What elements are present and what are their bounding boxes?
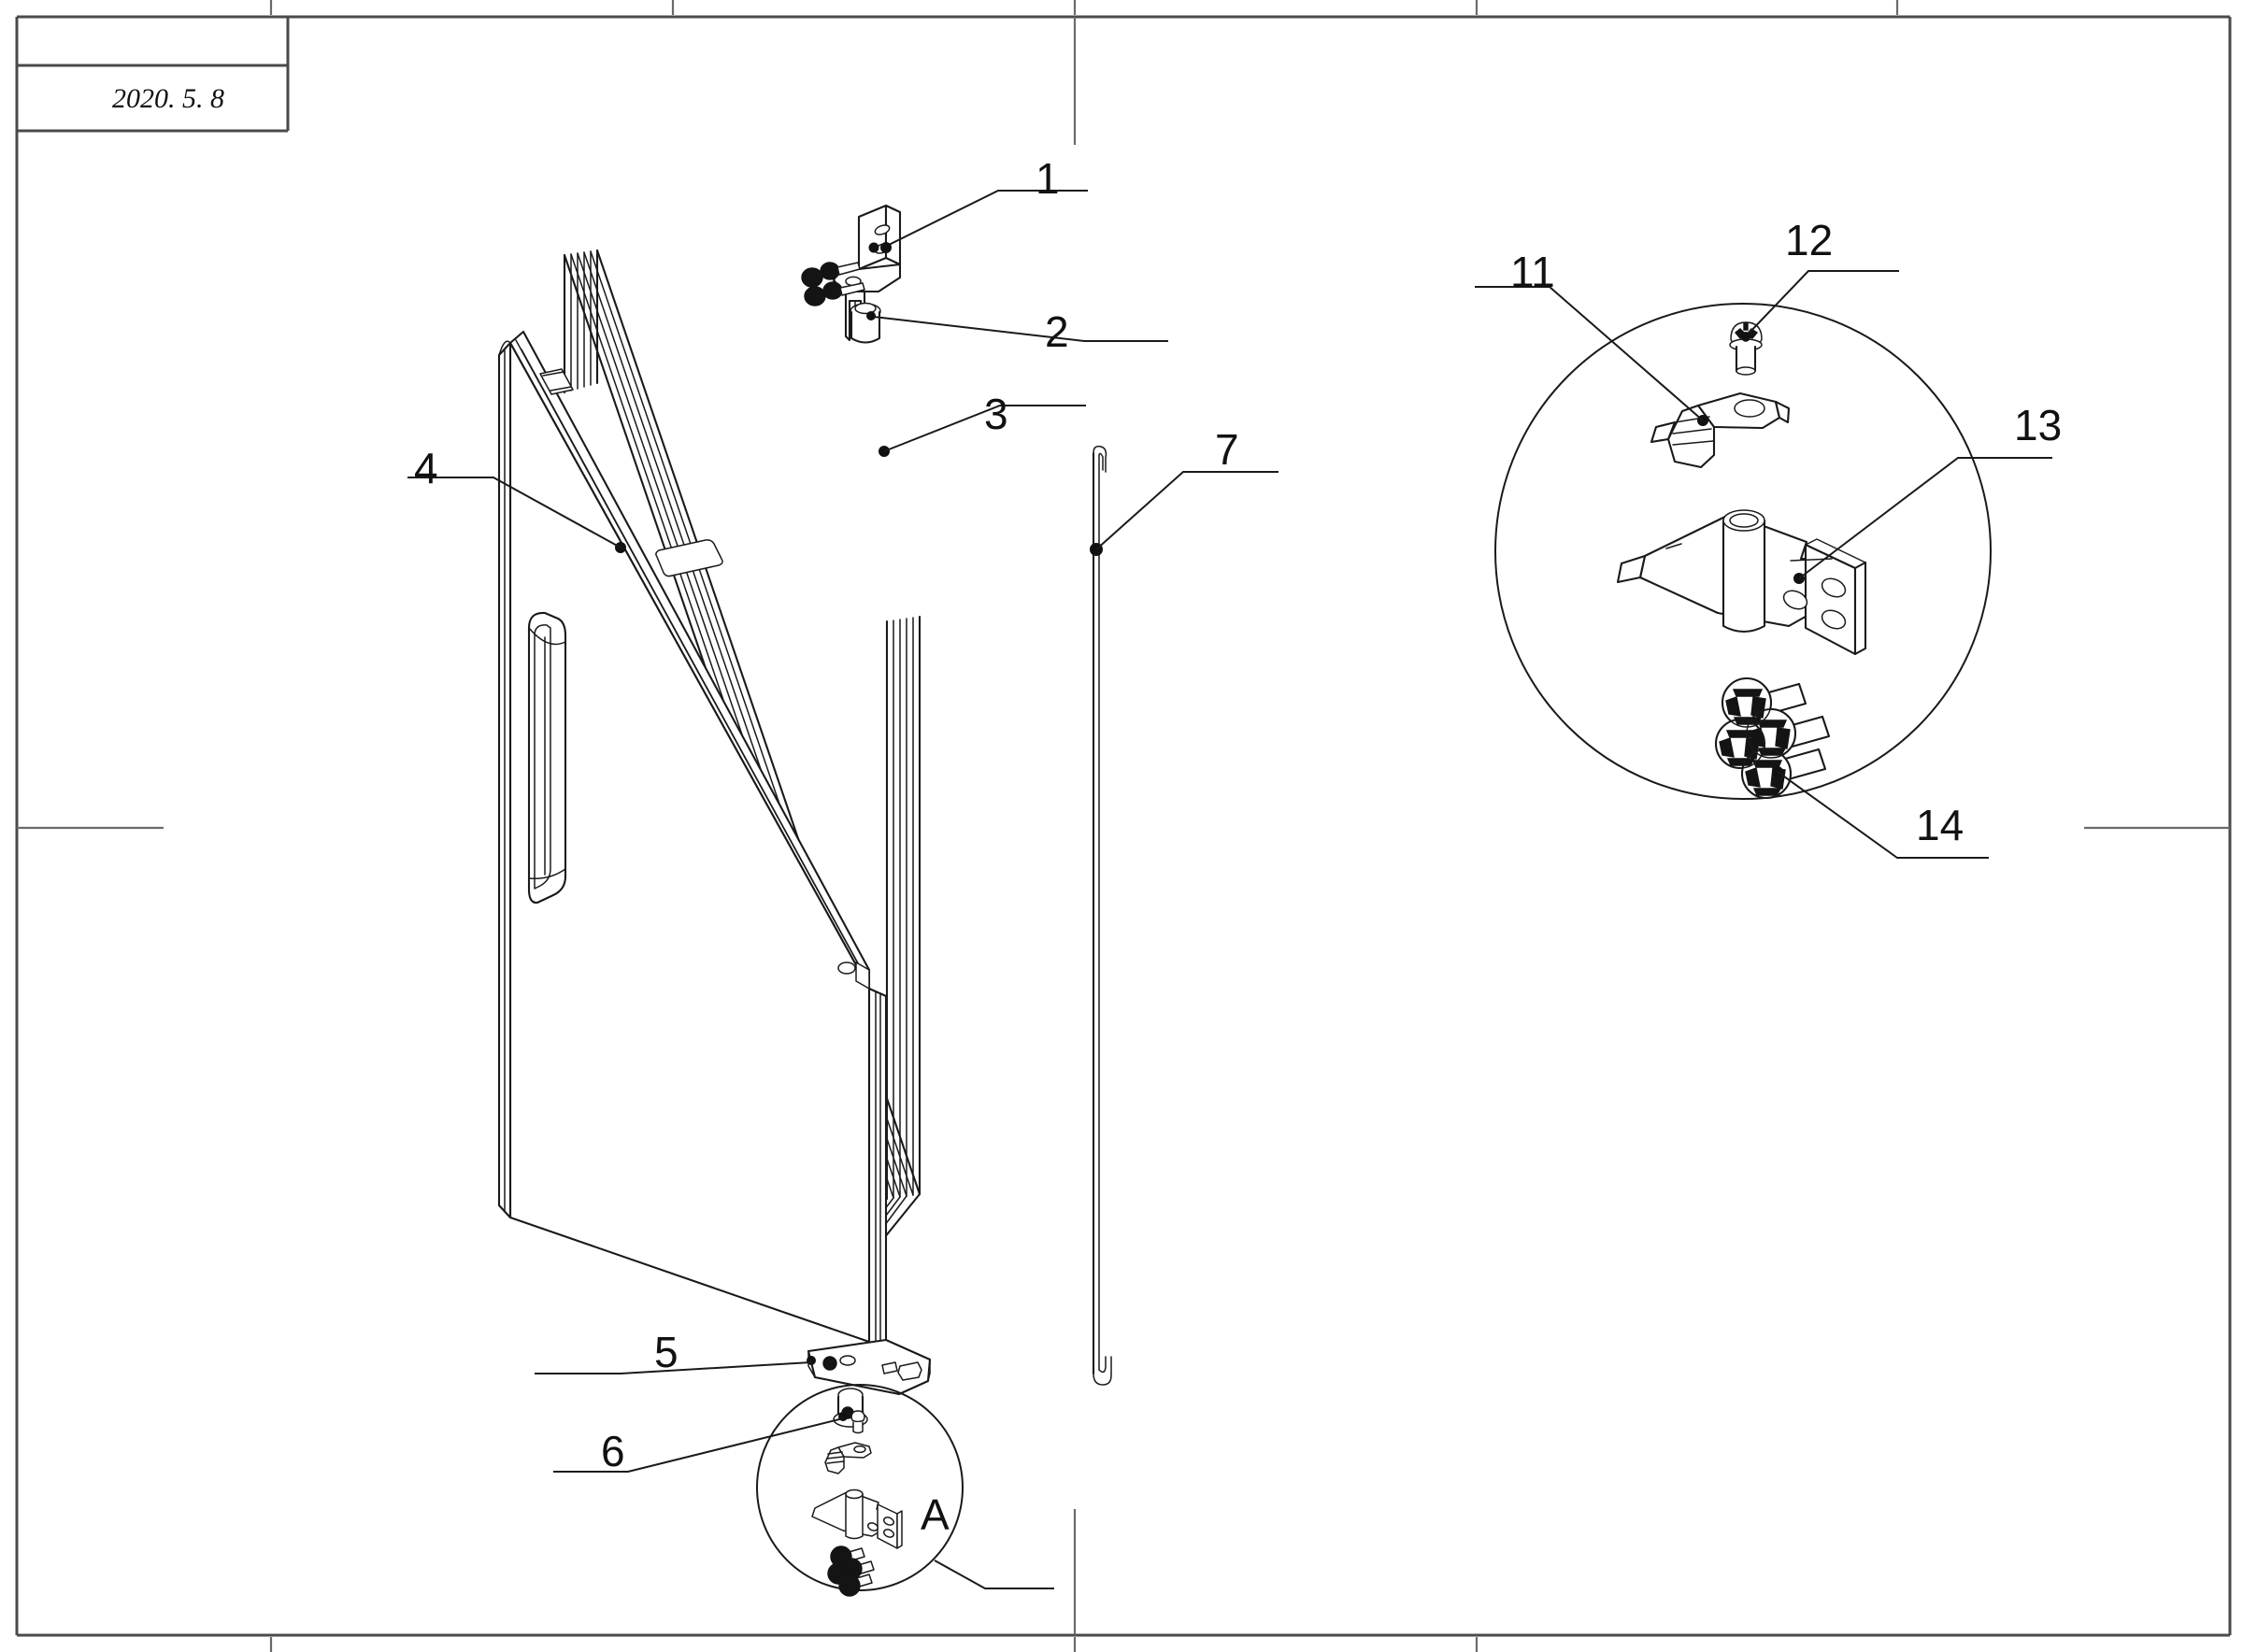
zone-ticks-top [269,0,1899,15]
part-2-hinge-pin-bushing [850,302,881,344]
callout-label-4: 4 [414,444,438,492]
leader-7 [1095,471,1279,550]
callout-label-14: 14 [1916,801,1964,849]
part-12-pan-head-screw [1729,321,1763,376]
title-block-date: 2020. 5. 8 [112,83,224,114]
leader-2 [873,316,1168,342]
sheet-border [15,15,2232,1637]
callout-label-12: 12 [1785,216,1834,264]
zone-ticks-bottom [269,1637,1479,1652]
leader-14 [1777,771,1989,859]
callout-label-11: 11 [1510,248,1555,296]
leader-1 [880,190,1088,253]
leader-6 [553,1417,844,1473]
leader-3 [883,405,1086,452]
title-block [15,15,290,196]
part-7-door-stay-rod [1090,445,1112,1386]
callout-label-3: 3 [984,390,1008,438]
callout-label-7: 7 [1215,425,1239,474]
leader-5 [535,1361,812,1374]
leader-11 [1475,286,1704,421]
leader-13 [1798,457,2052,579]
detail-view-A [756,1384,1054,1597]
callout-label-2: 2 [1045,307,1069,356]
part-11-hinge-cover-clip [1650,392,1791,469]
callout-label-1: 1 [1036,154,1060,203]
centering-marks [17,17,2230,1635]
part-14-hex-flange-screws [1714,676,1831,800]
part-4-door-panel [497,330,888,1351]
part-1-screw-cluster [801,262,865,306]
callout-label-5: 5 [654,1328,679,1376]
leader-4 [407,477,621,548]
callout-label-6: 6 [601,1427,625,1475]
callout-label-13: 13 [2014,401,2063,449]
leader-12 [1741,270,1899,341]
detail-view-circle-large [1494,303,1992,800]
detail-view-label-A: A [921,1490,950,1539]
part-13-hinge-bracket-pin [1616,509,1867,656]
